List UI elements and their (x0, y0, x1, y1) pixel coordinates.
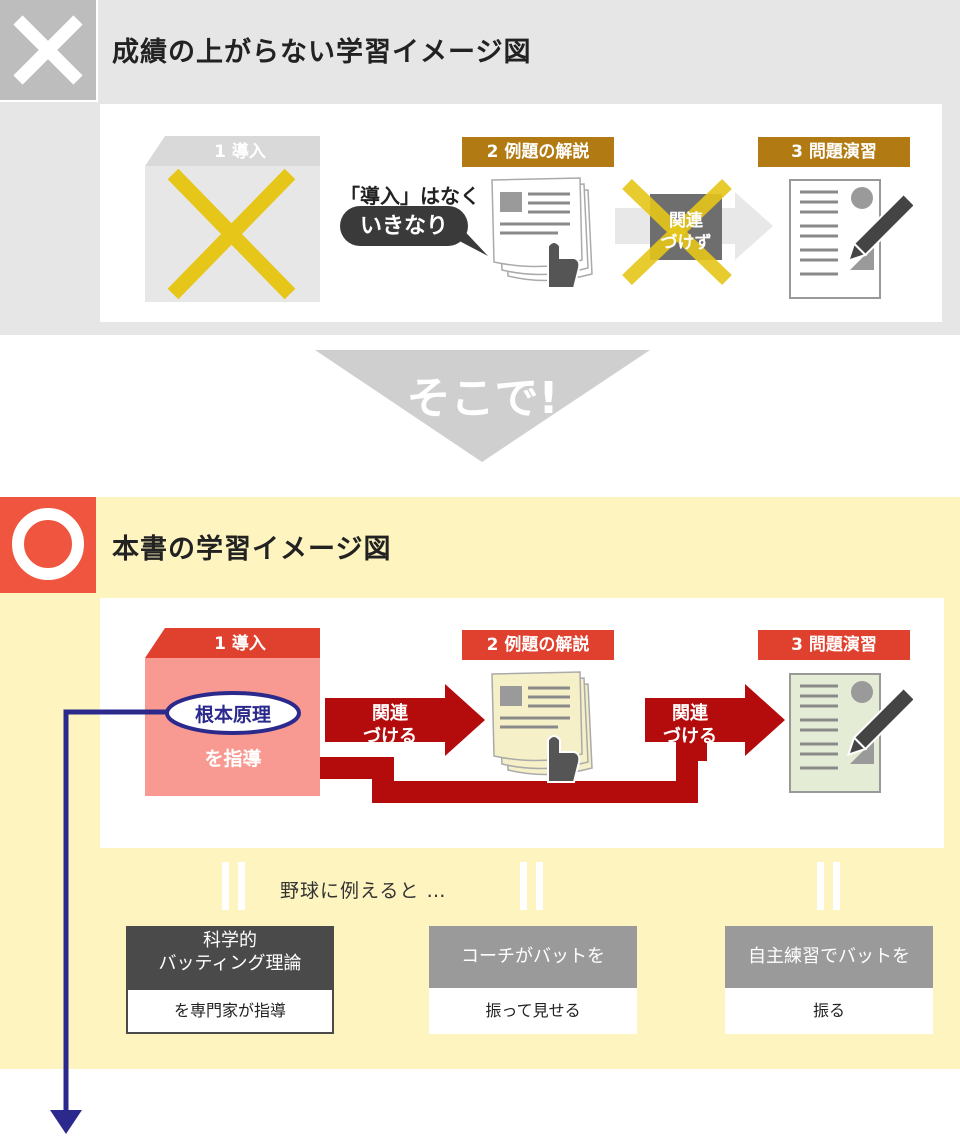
callout-no-intro: 「導入」はなく (340, 184, 480, 208)
analogy-box1-foot: を専門家が指導 (126, 988, 334, 1034)
principle-sub-text: を指導 (204, 748, 262, 770)
good-section-title: 本書の学習イメージ図 (112, 534, 392, 565)
bad-connector-arrow (615, 178, 773, 286)
bad-step3-label: 3 問題演習 (758, 137, 910, 167)
bad-step1-label: 1 導入 (214, 142, 266, 162)
analogy-box3-head: 自主練習でバットを (725, 926, 933, 988)
principle-ellipse (165, 691, 301, 735)
bad-step1-box (145, 136, 320, 302)
document-stack-icon (491, 671, 593, 783)
circle-mark-icon (0, 497, 96, 593)
analogy-box2-foot: 振って見せる (429, 988, 637, 1034)
good-connector-b-label: 関連 づける (640, 702, 740, 749)
good-connector-a-label: 関連 づける (340, 702, 440, 749)
analogy-box1-head: 科学的 バッティング理論 (126, 926, 334, 988)
worksheet-pencil-icon (789, 673, 913, 793)
analogy-box2-head: コーチがバットを (429, 926, 637, 988)
analogy-box1-head-line2: バッティング理論 (158, 952, 302, 974)
cross-mark-icon (0, 0, 98, 102)
analogy-box1-head-line1: 科学的 (203, 930, 257, 951)
principle-text: 根本原理 (194, 704, 271, 726)
good-connector-a-line1: 関連 (372, 703, 408, 724)
analogy-box3-foot: 振る (725, 988, 933, 1034)
good-connector-a-line2: づける (363, 726, 417, 748)
worksheet-pencil-icon (789, 179, 913, 299)
bad-connector-line2: づけず (660, 233, 712, 254)
bad-connector-line1: 関連 (669, 211, 703, 231)
callout-bubble-text: いきなり (359, 214, 448, 239)
equals-mark-3 (817, 862, 840, 910)
bad-section-title: 成績の上がらない学習イメージ図 (112, 37, 532, 68)
equals-mark-1 (222, 862, 245, 910)
good-step1-label: 1 導入 (214, 634, 266, 654)
good-connector-b-line1: 関連 (672, 703, 708, 724)
good-step2-label: 2 例題の解説 (462, 630, 614, 660)
analogy-intro: 野球に例えると … (280, 880, 447, 902)
document-stack-icon (491, 177, 593, 289)
transition-arrow (315, 350, 650, 462)
bad-step2-label: 2 例題の解説 (462, 137, 614, 167)
good-connectors (315, 684, 785, 803)
bad-connector-label: 関連 づけず (650, 210, 722, 254)
good-connector-b-line2: づける (663, 726, 717, 748)
equals-mark-2 (520, 862, 543, 910)
good-step3-label: 3 問題演習 (758, 630, 910, 660)
principle-down-arrow (50, 709, 170, 1134)
callout-bubble (340, 206, 488, 256)
transition-text: そこで! (406, 373, 559, 424)
